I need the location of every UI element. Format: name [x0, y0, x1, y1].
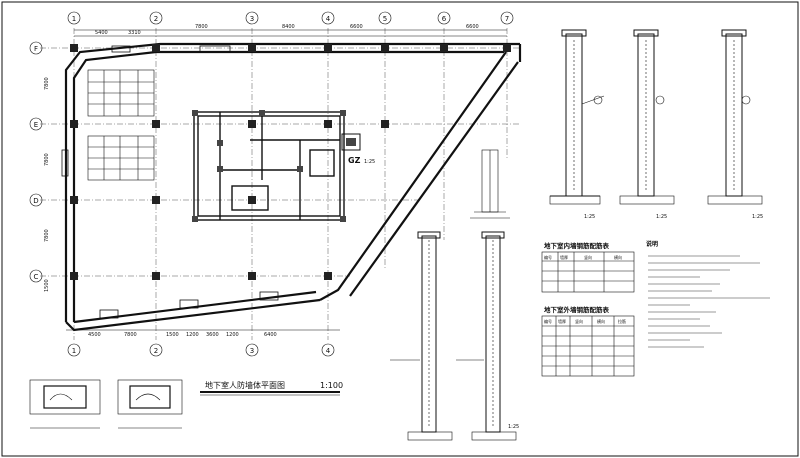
axis-label: 7	[505, 15, 509, 23]
table-header: 墙厚	[560, 254, 568, 260]
section-scale: 1:25	[508, 424, 519, 430]
bottom-dimensions: 4500 7800 1500 1200 3600 1200 6400	[66, 329, 340, 338]
table-header: 竖向	[584, 254, 592, 260]
schedule-ext-table: 地下室外墙钢筋配筋表 编号 墙厚 竖向 横向 拉筋	[541, 305, 635, 377]
axis-label: D	[33, 197, 38, 205]
notes-title: 说明	[646, 240, 658, 248]
outer-wall	[64, 42, 522, 332]
notes-block: 说明	[646, 240, 770, 348]
dim-text: 1500	[166, 332, 179, 338]
axis-label: 2	[154, 347, 158, 355]
axis-label: 3	[250, 15, 254, 23]
plan-scale: 1:100	[320, 381, 343, 390]
dim-text: 7800	[44, 229, 50, 242]
dim-text: 5400	[95, 30, 108, 36]
dim-text: 6400	[264, 332, 277, 338]
plan-table-1	[87, 69, 155, 117]
dim-text: 7800	[124, 332, 137, 338]
table-header: 横向	[614, 254, 622, 260]
table-header: 竖向	[575, 318, 583, 324]
section-scale: 1:25	[584, 214, 595, 220]
section-3: 1:25	[707, 29, 763, 220]
core-wall-hatch	[192, 110, 346, 222]
table-title: 地下室内墙钢筋配筋表	[544, 241, 610, 250]
schedule-wall-table: 地下室内墙钢筋配筋表 编号 墙厚 竖向 横向	[541, 241, 635, 293]
dim-text: 7800	[44, 153, 50, 166]
section-5: 1:25	[456, 231, 519, 441]
gz-label: GZ	[348, 156, 361, 165]
dim-text: 7800	[195, 24, 208, 30]
axis-label: 6	[442, 15, 447, 23]
table-header: 墙厚	[558, 318, 566, 324]
axis-label: 3	[250, 347, 254, 355]
plan-table-2	[87, 135, 155, 181]
section-1: 1:25	[549, 29, 605, 220]
axis-bubbles-bottom: 1 2 3 4	[67, 343, 335, 357]
section-4	[390, 231, 453, 441]
dim-text: 1200	[226, 332, 239, 338]
dim-text: 1500	[44, 279, 50, 292]
gz-detail: GZ 1:25	[341, 133, 375, 165]
section-2: 1:25	[619, 29, 675, 220]
dim-text: 3600	[206, 332, 219, 338]
dim-text: 3310	[128, 30, 141, 36]
gz-scale: 1:25	[364, 159, 375, 165]
dim-text: 8400	[282, 24, 295, 30]
table-header: 拉筋	[618, 318, 626, 324]
section-scale: 1:25	[656, 214, 667, 220]
small-detail	[470, 149, 510, 219]
core-walls	[193, 111, 345, 221]
axis-label: 4	[326, 15, 331, 23]
top-dimensions: 5400 3310 7800 8400 6600 6600	[74, 24, 507, 37]
plan-title-block: 地下室人防墙体平面图 1:100	[200, 380, 343, 396]
table-header: 编号	[544, 254, 552, 260]
axis-label: 1	[72, 15, 76, 23]
axis-label: E	[34, 121, 38, 129]
table-header: 横向	[597, 318, 605, 324]
dim-text: 1200	[186, 332, 199, 338]
axis-bubbles-top: 1 2 3 4 5 6 7	[67, 11, 514, 25]
dim-text: 4500	[88, 332, 101, 338]
wall-openings	[61, 45, 279, 319]
axis-label: C	[34, 273, 39, 281]
dim-text: 7800	[44, 77, 50, 90]
plan-view: 1 2 3 4 5 6 7 5400 3310 7800 8400 6600 6…	[29, 11, 522, 396]
dim-text: 6600	[350, 24, 363, 30]
dim-text: 6600	[466, 24, 479, 30]
detail-bottom-left-2	[117, 379, 183, 429]
table-title: 地下室外墙钢筋配筋表	[544, 305, 610, 314]
axis-bubbles-left: F E D C 7800 7800 7800 1500	[29, 41, 50, 292]
plan-title: 地下室人防墙体平面图	[205, 380, 285, 390]
axis-label: 2	[154, 15, 158, 23]
section-scale: 1:25	[752, 214, 763, 220]
axis-label: F	[34, 45, 38, 53]
detail-bottom-left-1	[29, 379, 101, 429]
table-header: 编号	[544, 318, 552, 324]
axis-grid	[40, 28, 520, 340]
axis-label: 4	[326, 347, 331, 355]
plan-columns	[70, 44, 511, 280]
axis-label: 5	[383, 15, 387, 23]
axis-label: 1	[72, 347, 76, 355]
